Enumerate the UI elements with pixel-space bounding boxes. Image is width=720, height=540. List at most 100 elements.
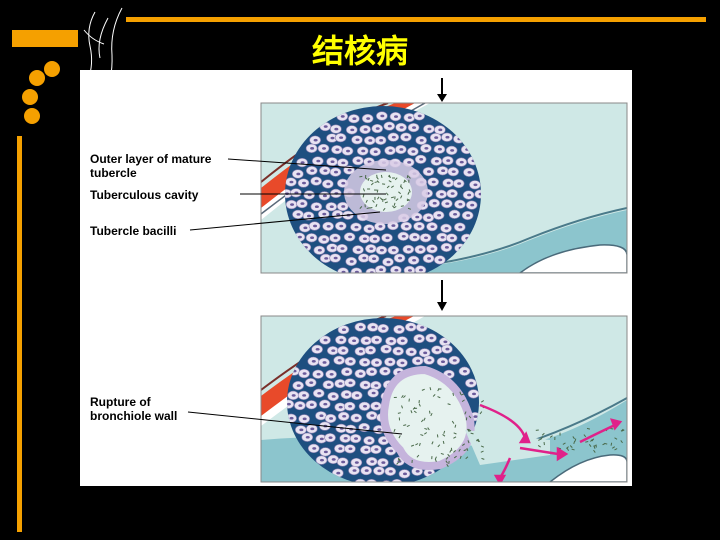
cell-nucleus xyxy=(407,161,412,164)
cell-nucleus xyxy=(354,461,359,464)
bacillus xyxy=(370,179,374,182)
cell-nucleus xyxy=(388,360,393,364)
bacillus xyxy=(611,446,616,449)
cell-nucleus xyxy=(311,360,316,363)
cell-nucleus xyxy=(326,225,331,228)
down-arrow xyxy=(437,280,447,311)
cell-nucleus xyxy=(373,150,378,154)
cell-nucleus xyxy=(322,212,327,216)
cell-nucleus xyxy=(394,268,399,272)
bacillus xyxy=(406,424,410,428)
bacillus xyxy=(420,434,424,436)
bacillus xyxy=(398,435,401,439)
bacillus xyxy=(562,442,566,445)
cell-nucleus xyxy=(322,147,327,150)
label-tuberculous-cavity: Tuberculous cavity xyxy=(90,188,199,202)
bacillus xyxy=(620,428,624,432)
cell-nucleus xyxy=(450,236,455,240)
cell-nucleus xyxy=(384,347,389,351)
cell-nucleus xyxy=(352,339,357,343)
cell-nucleus xyxy=(370,370,375,373)
cell-nucleus xyxy=(362,237,367,241)
cell-nucleus xyxy=(356,159,361,162)
bacillus xyxy=(442,434,446,437)
cell-nucleus xyxy=(374,338,379,342)
cell-nucleus xyxy=(404,135,409,139)
cell-nucleus xyxy=(368,348,373,352)
cell-nucleus xyxy=(427,257,432,260)
bacillus xyxy=(434,456,437,460)
cell-nucleus xyxy=(314,179,319,183)
cell-nucleus xyxy=(457,182,462,185)
cell-nucleus xyxy=(462,369,467,373)
cell-nucleus xyxy=(379,139,384,142)
cell-nucleus xyxy=(342,328,347,331)
bacillus xyxy=(453,455,457,459)
cell-nucleus xyxy=(322,361,327,364)
cell-nucleus xyxy=(431,180,436,184)
cell-nucleus xyxy=(339,224,344,228)
bacillus xyxy=(573,440,576,445)
cell-nucleus xyxy=(300,161,305,164)
cell-nucleus xyxy=(367,227,372,231)
cell-nucleus xyxy=(412,258,417,262)
cell-nucleus xyxy=(399,148,404,151)
bacillus xyxy=(424,427,428,430)
bacillus xyxy=(376,176,379,180)
cell-nucleus xyxy=(333,256,338,260)
bacillus xyxy=(446,463,449,467)
cell-nucleus xyxy=(467,193,472,197)
cell-nucleus xyxy=(427,127,432,131)
cell-nucleus xyxy=(302,417,307,421)
bacillus xyxy=(379,197,383,201)
cell-nucleus xyxy=(368,139,373,142)
bacillus xyxy=(540,436,543,440)
bacillus xyxy=(569,445,573,449)
bacillus xyxy=(443,430,446,434)
cell-nucleus xyxy=(379,268,384,272)
cell-nucleus xyxy=(412,235,417,239)
cell-nucleus xyxy=(446,159,451,162)
bacillus xyxy=(390,185,395,188)
cell-nucleus xyxy=(309,403,314,407)
cell-nucleus xyxy=(453,212,458,216)
bacillus xyxy=(461,443,466,446)
cell-nucleus xyxy=(400,339,405,343)
cell-nucleus xyxy=(451,170,456,173)
cell-nucleus xyxy=(309,381,314,384)
bacillus xyxy=(464,411,467,415)
cell-nucleus xyxy=(391,248,396,252)
cell-nucleus xyxy=(338,382,343,385)
cell-nucleus xyxy=(417,337,422,340)
cell-nucleus xyxy=(391,224,396,227)
bacillus xyxy=(376,180,380,184)
bacillus xyxy=(366,207,370,210)
bacillus xyxy=(413,410,417,414)
cell-nucleus xyxy=(354,416,359,420)
cell xyxy=(391,478,403,482)
cell-nucleus xyxy=(314,205,319,208)
cell-nucleus xyxy=(363,404,368,408)
cell-nucleus xyxy=(404,225,409,228)
cell-nucleus xyxy=(313,138,318,142)
bacillus xyxy=(480,445,485,448)
cell-nucleus xyxy=(383,369,388,373)
bacillus xyxy=(397,457,401,461)
label-rupture: Rupture of bronchiole wall xyxy=(90,395,178,423)
cell-nucleus xyxy=(356,248,361,252)
cell-nucleus xyxy=(343,436,348,440)
cell-nucleus xyxy=(385,236,390,240)
cell-nucleus xyxy=(381,327,386,330)
bacillus xyxy=(452,392,455,396)
cell-nucleus xyxy=(366,117,371,120)
bacillus xyxy=(407,207,412,210)
cell-nucleus xyxy=(370,460,375,463)
cell-nucleus xyxy=(399,126,404,129)
bacillus xyxy=(401,394,404,399)
bacillus xyxy=(593,449,596,453)
figure-svg xyxy=(187,78,628,483)
cell-nucleus xyxy=(396,349,401,353)
cell-nucleus xyxy=(418,268,423,272)
cell-nucleus xyxy=(469,381,474,385)
bacillus xyxy=(476,439,480,443)
